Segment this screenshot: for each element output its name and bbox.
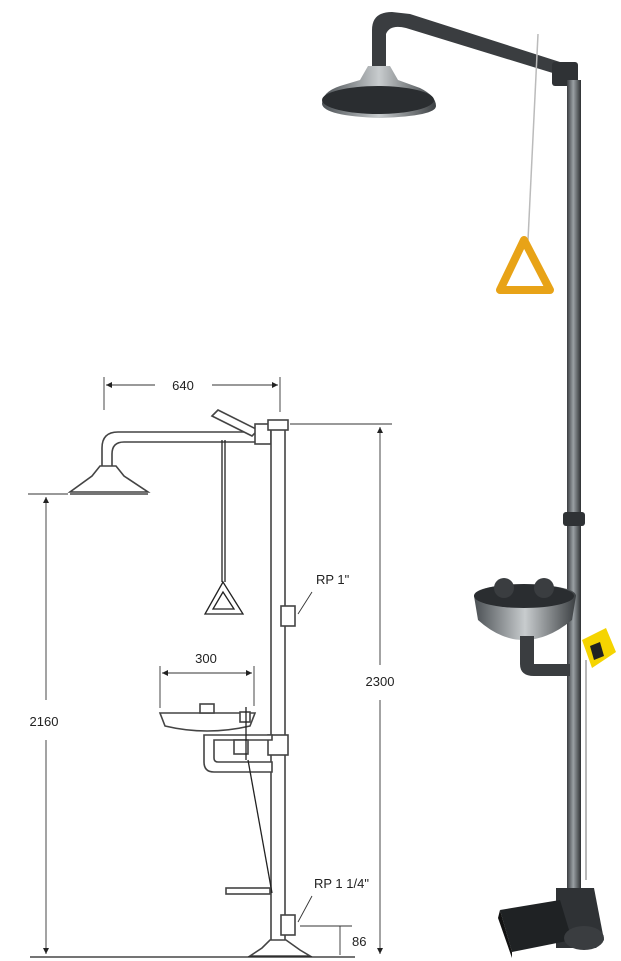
photo-eyewash-bowl <box>474 578 576 676</box>
label-base-height: 86 <box>352 934 366 949</box>
drawing-shower-head <box>67 431 263 495</box>
dimension-width-top: 640 <box>103 377 281 412</box>
drawing-eyewash-basin <box>158 703 273 773</box>
drawing-main-pipe <box>267 419 296 945</box>
label-height-total: 2300 <box>366 674 395 689</box>
label-basin-width: 300 <box>195 651 217 666</box>
technical-drawing: 640 <box>28 377 395 958</box>
label-height-shower: 2160 <box>30 714 59 729</box>
photo-foot-pedal <box>498 888 604 958</box>
dimension-basin-width: 300 <box>159 651 255 708</box>
dimension-height-shower: 2160 <box>28 493 68 954</box>
label-width-top: 640 <box>172 378 194 393</box>
dimension-height-total: 2300 <box>290 423 395 954</box>
label-lower-connection: RP 1 1/4" <box>314 876 369 891</box>
photo-pull-chain <box>527 33 539 241</box>
callout-lower-connection: RP 1 1/4" <box>297 876 369 923</box>
callout-upper-connection: RP 1" <box>297 572 350 615</box>
photo-shower-head <box>322 66 436 118</box>
photo-main-pipe <box>567 80 581 900</box>
dimension-base-height: 86 <box>300 925 366 955</box>
drawing-pull-rod <box>203 440 245 615</box>
photo-warning-tag <box>582 628 616 668</box>
product-illustration <box>322 12 616 958</box>
drawing-base <box>30 939 355 958</box>
drawing-foot-pedal <box>225 759 273 895</box>
label-upper-connection: RP 1" <box>316 572 350 587</box>
photo-pull-handle <box>496 236 554 294</box>
drawing-pull-arm <box>210 409 272 445</box>
photo-shower-arm <box>372 12 560 74</box>
